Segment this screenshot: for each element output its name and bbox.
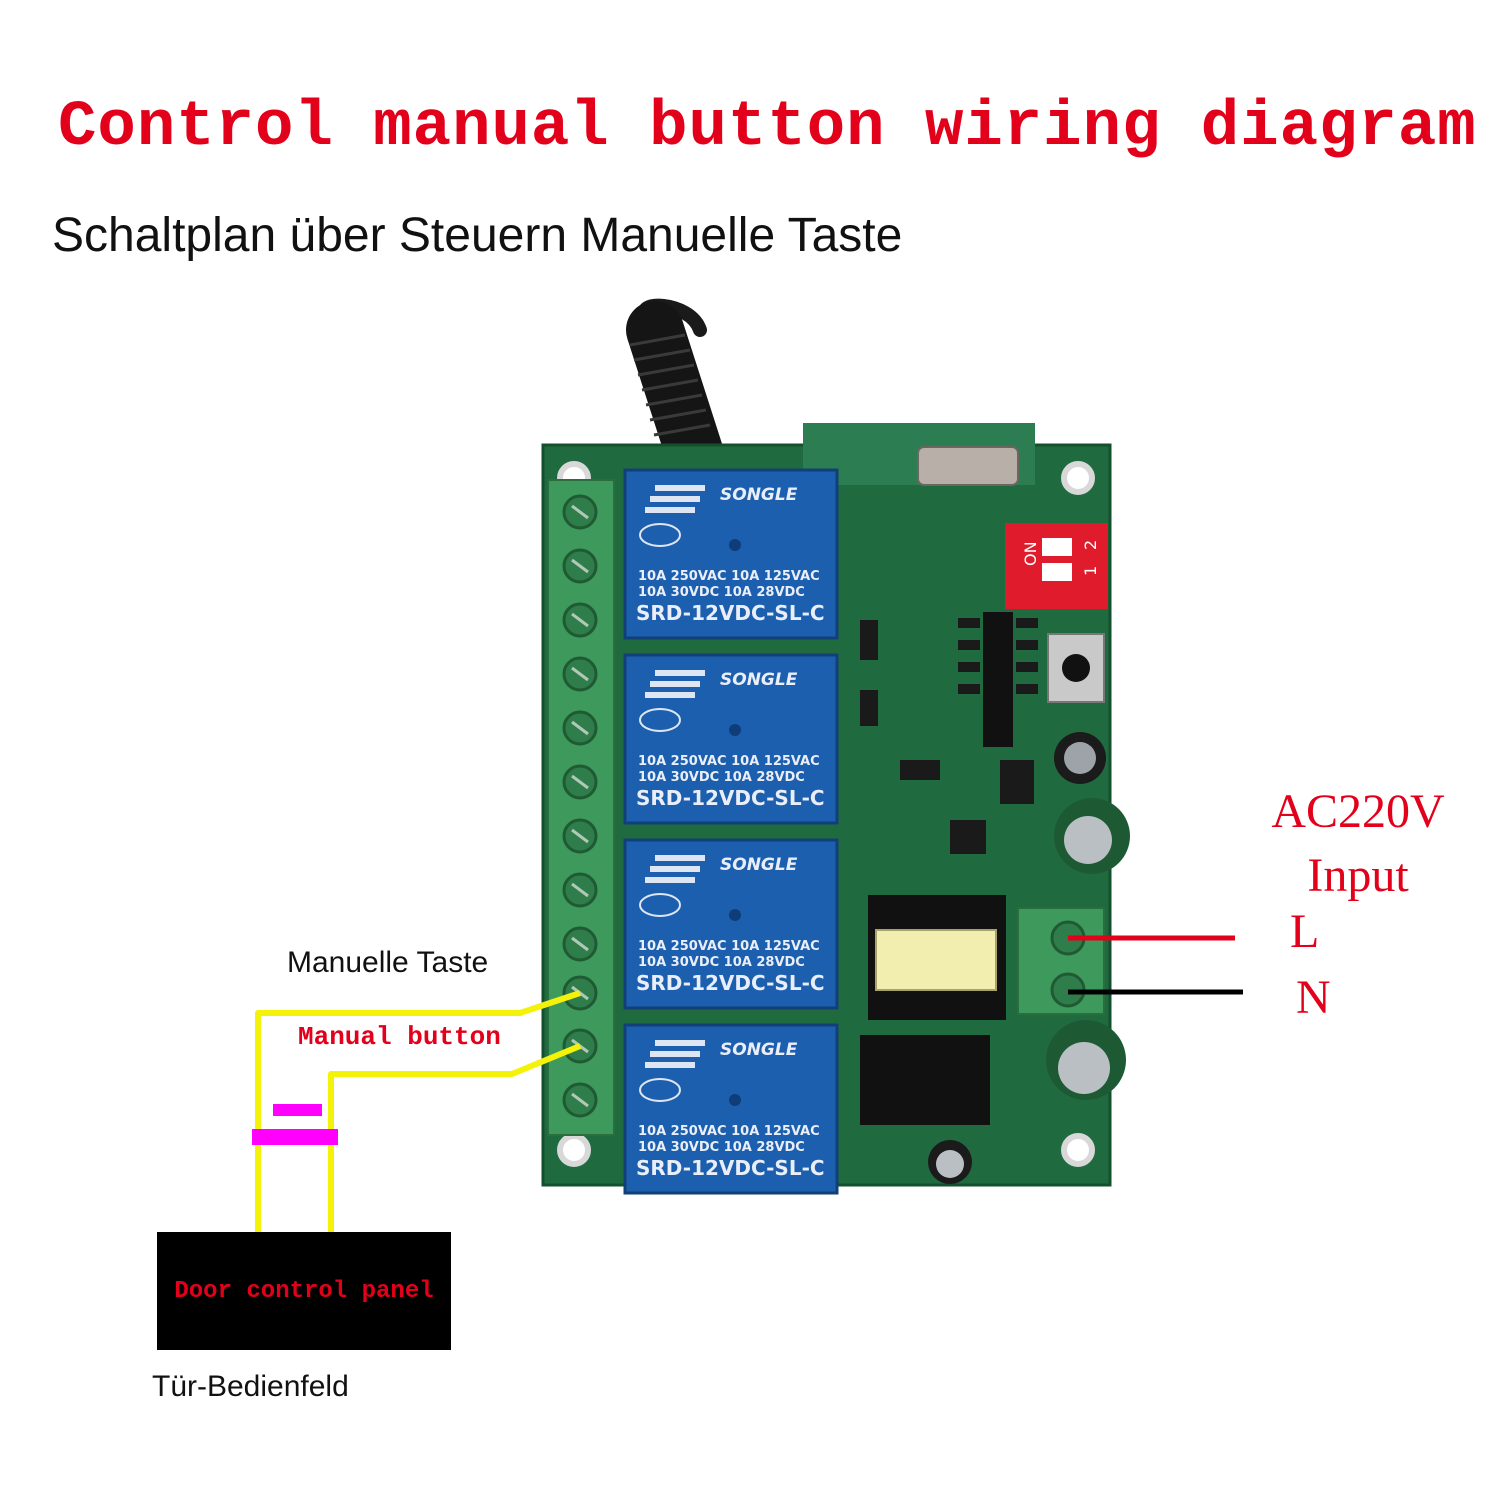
dip-pos-2-label: 2 <box>1081 540 1100 550</box>
terminal-block-left <box>547 479 615 1136</box>
relay-brand-label: SONGLE <box>720 670 798 690</box>
push-button-symbol <box>252 1104 338 1145</box>
relay-rating-dc: 10A 30VDC 10A 28VDC <box>638 770 805 785</box>
ac-input-text: Input <box>1307 849 1409 902</box>
relay-model-label: SRD-12VDC-SL-C <box>636 971 825 995</box>
neutral-label: N <box>1296 971 1331 1024</box>
dip-on-label: ON <box>1021 541 1040 566</box>
relay-rating-dc: 10A 30VDC 10A 28VDC <box>638 955 805 970</box>
capacitor-large-bottom <box>1046 1020 1126 1100</box>
relay-rating-dc: 10A 30VDC 10A 28VDC <box>638 1140 805 1155</box>
door-panel-label-german: Tür-Bedienfeld <box>152 1370 349 1403</box>
relay-model-label: SRD-12VDC-SL-C <box>636 601 825 625</box>
relay-rating-dc: 10A 30VDC 10A 28VDC <box>638 585 805 600</box>
manual-button-label-german: Manuelle Taste <box>287 946 489 979</box>
door-control-panel: Door control panel <box>157 1232 451 1350</box>
door-panel-label-english: Door control panel <box>174 1277 434 1305</box>
relay-rating-ac: 10A 250VAC 10A 125VAC <box>638 569 820 584</box>
title-english: Control manual button wiring diagram <box>58 92 1477 164</box>
crystal-oscillator <box>917 446 1019 486</box>
capacitor-small <box>1054 732 1106 784</box>
relay-rating-ac: 10A 250VAC 10A 125VAC <box>638 754 820 769</box>
manual-button-wires <box>255 990 582 1232</box>
live-label: L <box>1290 905 1320 958</box>
relay-brand-label: SONGLE <box>720 1040 798 1060</box>
relay-model-label: SRD-12VDC-SL-C <box>636 1156 825 1180</box>
relay-brand-label: SONGLE <box>720 855 798 875</box>
relay-rating-ac: 10A 250VAC 10A 125VAC <box>638 1124 820 1139</box>
ac-voltage: AC220V <box>1271 785 1445 838</box>
transformer <box>868 895 1006 1020</box>
control-circuitry <box>860 612 1130 1184</box>
ac-input-label: AC220V Input <box>1268 780 1448 908</box>
relay-brand-label: SONGLE <box>720 485 798 505</box>
manual-button-label-english: Manual button <box>298 1022 501 1052</box>
learn-button <box>1062 654 1090 682</box>
dip-pos-1-label: 1 <box>1081 566 1100 576</box>
power-terminal <box>1017 907 1105 1015</box>
title-german: Schaltplan über Steuern Manuelle Taste <box>52 209 903 262</box>
relay-model-label: SRD-12VDC-SL-C <box>636 786 825 810</box>
dip-switch: ON 1 2 <box>1005 523 1108 609</box>
relay-rating-ac: 10A 250VAC 10A 125VAC <box>638 939 820 954</box>
capacitor-large-top <box>1054 798 1130 874</box>
